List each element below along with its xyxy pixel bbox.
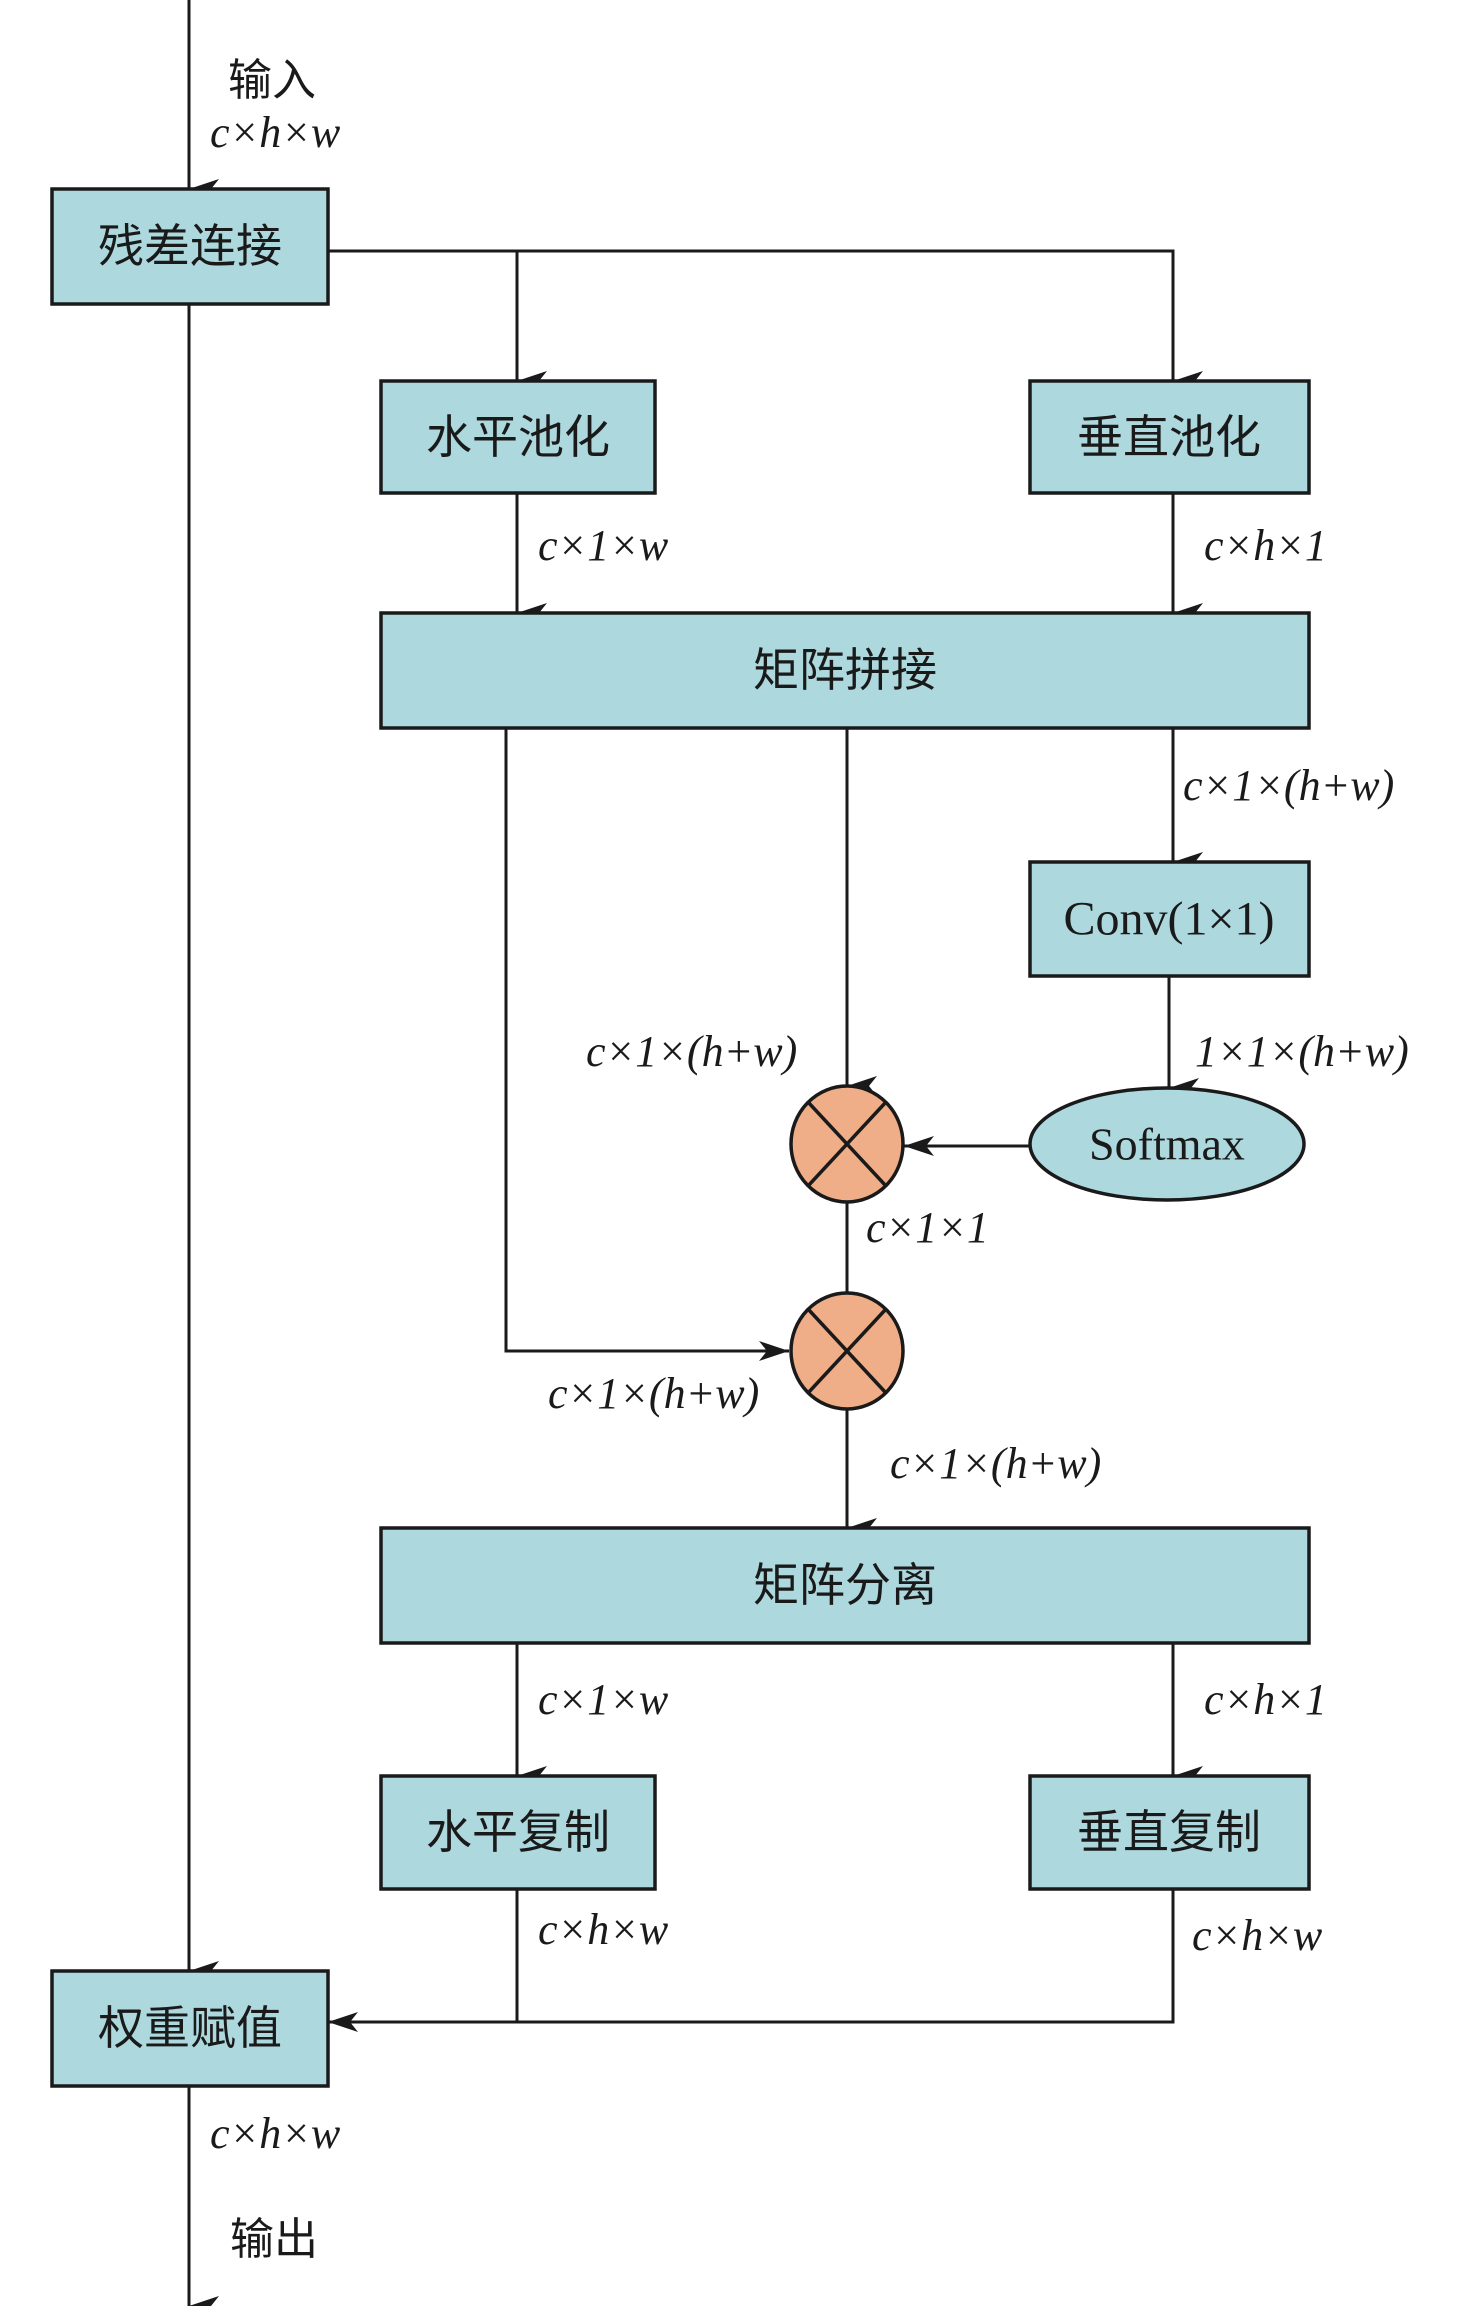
split-h-dim-label: c×1×w <box>538 1675 669 1724</box>
h-pool-box <box>379 379 657 495</box>
h-pool-label: 水平池化 <box>426 410 610 464</box>
h-pool-dim-label: c×1×w <box>538 521 669 570</box>
concat-to-mul2-line <box>504 728 789 1361</box>
concat-to-mul1-dim-label: c×1×(h+w) <box>586 1027 797 1076</box>
residual-branch-line <box>328 249 1203 391</box>
multiply-node-1 <box>789 1084 905 1204</box>
split-box <box>379 1526 1311 1645</box>
v-copy-out-dim-label: c×h×w <box>1192 1911 1323 1960</box>
h-copy-box <box>379 1774 657 1891</box>
v-pool-dim-label: c×h×1 <box>1204 521 1327 570</box>
v-pool-label: 垂直池化 <box>1077 410 1261 464</box>
split-label: 矩阵分离 <box>753 1558 937 1612</box>
softmax-label: Softmax <box>1089 1119 1245 1170</box>
h-copy-out-dim-label: c×h×w <box>538 1905 669 1954</box>
input-label: 输入 <box>228 55 316 106</box>
v-copy-box <box>1028 1774 1311 1891</box>
conv-box <box>1028 860 1311 978</box>
softmax-ellipse <box>1028 1086 1306 1202</box>
residual-label: 残差连接 <box>98 219 282 273</box>
conv-label: Conv(1×1) <box>1063 893 1274 946</box>
v-copy-to-weight-arrow <box>328 1889 1175 2032</box>
conv-out-dim-label: 1×1×(h+w) <box>1195 1027 1409 1076</box>
input-dim-label: c×h×w <box>210 108 341 157</box>
concat-to-mul2-dim-label: c×1×(h+w) <box>548 1369 759 1418</box>
mul1-out-dim-label: c×1×1 <box>866 1203 989 1252</box>
mul2-out-dim-label: c×1×(h+w) <box>890 1439 1101 1488</box>
output-label: 输出 <box>230 2214 318 2265</box>
output-dim-label: c×h×w <box>210 2109 341 2158</box>
multiply-node-2 <box>789 1291 905 1411</box>
concat-to-conv-dim-label: c×1×(h+w) <box>1183 761 1394 810</box>
concat-label: 矩阵拼接 <box>753 643 937 697</box>
v-copy-label: 垂直复制 <box>1077 1805 1261 1859</box>
split-v-dim-label: c×h×1 <box>1204 1675 1327 1724</box>
residual-box <box>50 187 330 306</box>
h-copy-label: 水平复制 <box>426 1805 610 1859</box>
concat-box <box>379 611 1311 730</box>
weight-box <box>50 1969 330 2088</box>
weight-label: 权重赋值 <box>98 2001 282 2055</box>
v-pool-box <box>1028 379 1311 495</box>
